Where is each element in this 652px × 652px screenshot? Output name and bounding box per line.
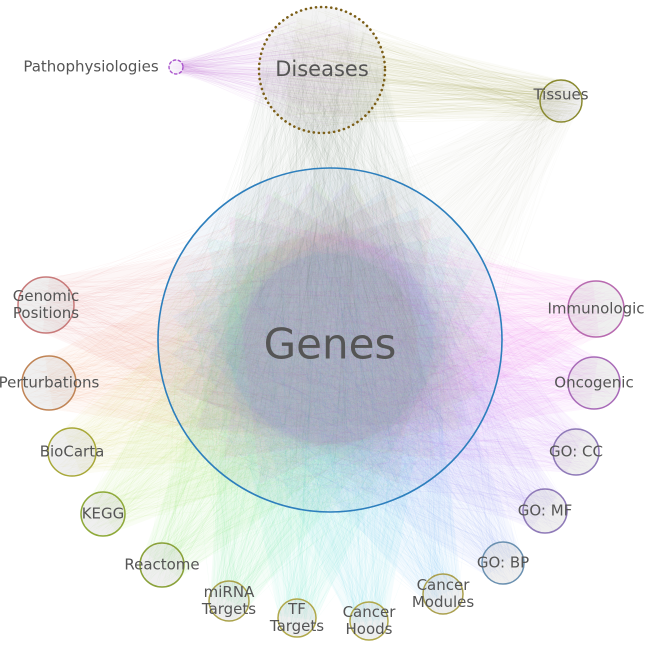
node-diseases[interactable] bbox=[257, 5, 387, 135]
edge-bundle-kegg-genes bbox=[82, 181, 485, 536]
node-biocarta[interactable] bbox=[47, 427, 97, 477]
edge-bundle-cancer_modules-genes bbox=[172, 180, 492, 613]
edge-bundle-go_cc-genes bbox=[180, 175, 598, 496]
node-go_mf[interactable] bbox=[522, 488, 568, 534]
node-immunologic[interactable] bbox=[567, 280, 625, 338]
edge-bundle-cancer_hoods-genes bbox=[167, 177, 494, 640]
edge-bundle-tissues-diseases bbox=[262, 10, 582, 128]
node-oncogenic[interactable] bbox=[567, 356, 621, 410]
node-go_cc[interactable] bbox=[552, 428, 600, 476]
node-reactome[interactable] bbox=[139, 542, 185, 588]
node-genomic_positions[interactable] bbox=[17, 276, 75, 334]
node-tissues[interactable] bbox=[539, 79, 583, 123]
edge-bundle-perturbations-genes bbox=[23, 179, 491, 496]
edge-bundle-go_mf-genes bbox=[169, 181, 567, 532]
edge-bundle-biocarta-genes bbox=[50, 175, 488, 491]
node-cancer_modules[interactable] bbox=[422, 573, 464, 615]
edge-bundle-reactome-genes bbox=[142, 183, 493, 586]
node-go_bp[interactable] bbox=[481, 541, 525, 585]
edge-bundle-tf_targets-genes bbox=[167, 178, 491, 635]
edge-bundle-tissues-genes bbox=[170, 81, 582, 500]
edge-bundle-pathophysiologies-diseases bbox=[169, 14, 380, 129]
node-genes[interactable] bbox=[157, 167, 503, 513]
edge-bundle-immunologic-genes bbox=[167, 187, 624, 496]
node-mirna_targets[interactable] bbox=[208, 580, 250, 622]
edge-bundle-genomic_positions-genes bbox=[19, 177, 492, 489]
edge-bundle-oncogenic-genes bbox=[166, 183, 619, 492]
edge-bundle-diseases-genes bbox=[167, 8, 492, 505]
node-pathophysiologies[interactable] bbox=[168, 59, 184, 75]
edge-bundle-go_bp-genes bbox=[171, 178, 524, 583]
node-cancer_hoods[interactable] bbox=[349, 601, 389, 641]
node-kegg[interactable] bbox=[80, 491, 126, 537]
node-tf_targets[interactable] bbox=[277, 598, 317, 638]
edge-bundle-mirna_targets-genes bbox=[176, 179, 487, 620]
node-perturbations[interactable] bbox=[21, 355, 77, 411]
